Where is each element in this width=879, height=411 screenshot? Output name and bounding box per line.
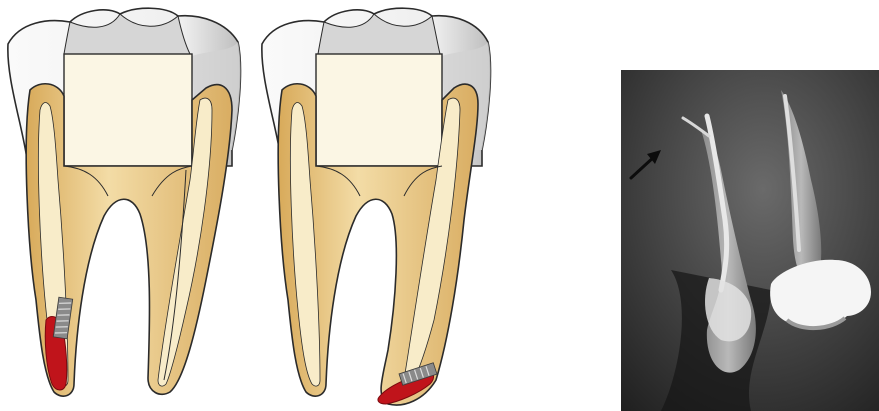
radiograph-panel	[621, 70, 879, 411]
tooth-illustration-right	[248, 0, 498, 411]
pulp-chamber	[316, 54, 442, 166]
pulp-chamber	[64, 54, 192, 166]
tooth-diagram-right	[248, 0, 498, 411]
tooth-illustration-left	[0, 0, 250, 411]
tooth-diagram-left	[0, 0, 250, 411]
radiograph-image	[621, 70, 879, 411]
